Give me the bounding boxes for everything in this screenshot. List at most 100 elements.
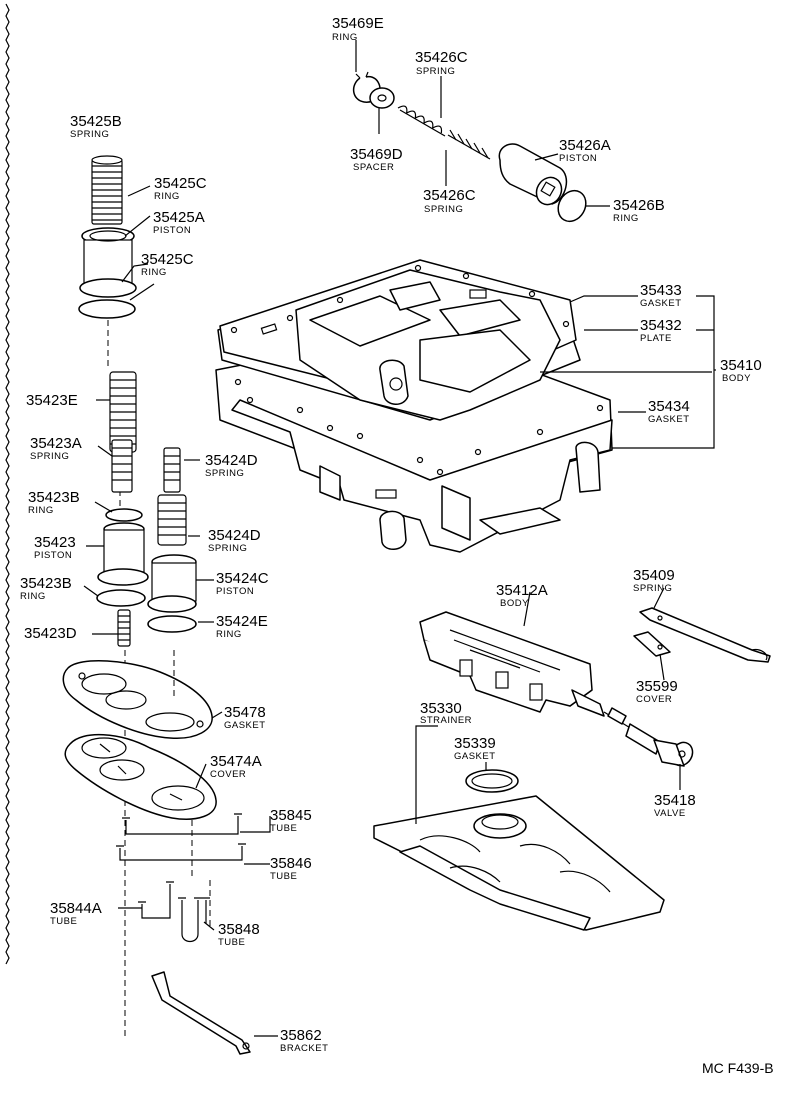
part-label-35424d-upper: 35424D SPRING xyxy=(205,452,258,479)
svg-text:35433: 35433 xyxy=(640,282,682,299)
part-label-35423: 35423 PISTON xyxy=(34,534,76,561)
part-label-35424c: 35424C PISTON xyxy=(216,570,269,597)
spring-35426c-upper-drawing xyxy=(397,105,446,137)
part-label-35848: 35848 TUBE xyxy=(218,921,260,948)
svg-text:35409: 35409 xyxy=(633,567,675,584)
svg-text:RING: RING xyxy=(613,213,639,224)
svg-text:SPRING: SPRING xyxy=(30,451,69,462)
part-label-35330: 35330 STRAINER xyxy=(420,700,472,726)
svg-text:TUBE: TUBE xyxy=(50,916,77,927)
part-label-35425c-lower: 35425C RING xyxy=(141,251,194,278)
spring-35423d-drawing xyxy=(117,609,131,647)
svg-text:35848: 35848 xyxy=(218,921,260,938)
svg-text:35426A: 35426A xyxy=(559,137,611,154)
svg-text:35424D: 35424D xyxy=(208,527,261,544)
svg-text:SPRING: SPRING xyxy=(633,583,672,594)
part-label-35862: 35862 BRACKET xyxy=(280,1027,328,1054)
svg-text:35426B: 35426B xyxy=(613,197,665,214)
svg-text:35424D: 35424D xyxy=(205,452,258,469)
svg-text:GASKET: GASKET xyxy=(640,298,682,309)
spring-35426c-lower-drawing xyxy=(447,129,491,160)
svg-text:35846: 35846 xyxy=(270,855,312,872)
part-label-35425c-upper: 35425C RING xyxy=(154,175,207,202)
piston-35425a-drawing xyxy=(79,227,137,298)
svg-text:PLATE: PLATE xyxy=(640,333,672,344)
svg-text:35423B: 35423B xyxy=(28,489,80,506)
spring-35423a-drawing xyxy=(111,439,133,493)
svg-text:35424C: 35424C xyxy=(216,570,269,587)
svg-text:STRAINER: STRAINER xyxy=(420,715,472,726)
part-label-35410: 35410 BODY xyxy=(720,357,762,384)
svg-text:35423D: 35423D xyxy=(24,625,77,642)
svg-text:SPRING: SPRING xyxy=(416,66,455,77)
part-label-35426a: 35426A PISTON xyxy=(559,137,611,164)
svg-text:35469E: 35469E xyxy=(332,15,384,32)
svg-text:COVER: COVER xyxy=(210,769,246,780)
svg-text:VALVE: VALVE xyxy=(654,808,686,819)
svg-text:RING: RING xyxy=(141,267,167,278)
piston-35424c-drawing xyxy=(147,554,197,613)
part-label-35423b-lower: 35423B RING xyxy=(20,575,72,602)
part-label-35423e: 35423E xyxy=(26,392,78,409)
spring-35424d-upper-drawing xyxy=(163,447,181,493)
ring-35424e-drawing xyxy=(147,615,197,633)
part-label-35423d: 35423D xyxy=(24,625,77,642)
part-label-35599: 35599 COVER xyxy=(636,678,678,705)
svg-text:35410: 35410 xyxy=(720,357,762,374)
svg-text:35330: 35330 xyxy=(420,700,462,717)
svg-text:35425C: 35425C xyxy=(141,251,194,268)
svg-text:TUBE: TUBE xyxy=(270,823,297,834)
svg-text:35469D: 35469D xyxy=(350,146,403,163)
svg-text:COVER: COVER xyxy=(636,694,672,705)
svg-text:SPRING: SPRING xyxy=(424,204,463,215)
bolt-holes xyxy=(230,264,604,476)
spacer-35469d-drawing xyxy=(369,87,395,109)
part-label-35426b: 35426B RING xyxy=(613,197,665,224)
part-label-35434: 35434 GASKET xyxy=(648,398,690,425)
svg-text:35423B: 35423B xyxy=(20,575,72,592)
cover-35474a-drawing xyxy=(64,734,217,820)
ring-35426b-drawing xyxy=(557,189,587,223)
part-label-35412a: 35412A BODY xyxy=(496,582,548,609)
svg-text:RING: RING xyxy=(20,591,46,602)
tube-35846-drawing xyxy=(116,843,246,861)
part-label-35426c-upper: 35426C SPRING xyxy=(415,49,468,77)
svg-text:35425B: 35425B xyxy=(70,113,122,130)
svg-text:SPRING: SPRING xyxy=(208,543,247,554)
ring-35423b-upper-drawing xyxy=(105,508,143,522)
spring-35424d-lower-drawing xyxy=(157,494,187,546)
svg-text:PISTON: PISTON xyxy=(559,153,597,164)
lower-valve-body-35412a-drawing xyxy=(419,611,605,717)
part-label-35424d-lower: 35424D SPRING xyxy=(208,527,261,554)
svg-text:35845: 35845 xyxy=(270,807,312,824)
svg-text:BODY: BODY xyxy=(722,373,751,384)
leader-lines xyxy=(83,40,716,1037)
svg-text:RING: RING xyxy=(332,32,358,43)
svg-text:TUBE: TUBE xyxy=(270,871,297,882)
svg-text:35339: 35339 xyxy=(454,735,496,752)
part-label-35432: 35432 PLATE xyxy=(640,317,682,344)
svg-text:35434: 35434 xyxy=(648,398,690,415)
part-label-35426c-lower: 35426C SPRING xyxy=(423,187,476,215)
svg-text:SPACER: SPACER xyxy=(353,162,394,173)
tube-35844a-drawing xyxy=(138,881,174,919)
part-label-35469d: 35469D SPACER xyxy=(350,146,403,173)
svg-text:35426C: 35426C xyxy=(415,49,468,66)
figure-code: MC F439-B xyxy=(702,1060,774,1076)
valve-35418-drawing xyxy=(603,707,694,767)
part-label-35409: 35409 SPRING xyxy=(633,567,675,594)
part-label-35418: 35418 VALVE xyxy=(654,792,696,819)
svg-text:GASKET: GASKET xyxy=(648,414,690,425)
svg-text:SPRING: SPRING xyxy=(205,468,244,479)
svg-text:RING: RING xyxy=(154,191,180,202)
svg-text:35425A: 35425A xyxy=(153,209,205,226)
svg-text:35423: 35423 xyxy=(34,534,76,551)
ring-35425c-lower-drawing xyxy=(78,299,136,319)
svg-text:35418: 35418 xyxy=(654,792,696,809)
svg-text:35425C: 35425C xyxy=(154,175,207,192)
gasket-35339-drawing xyxy=(465,769,519,793)
svg-text:BRACKET: BRACKET xyxy=(280,1043,328,1054)
part-label-35844a: 35844A TUBE xyxy=(50,900,102,927)
svg-text:PISTON: PISTON xyxy=(153,225,191,236)
spring-35409-drawing xyxy=(639,607,771,663)
